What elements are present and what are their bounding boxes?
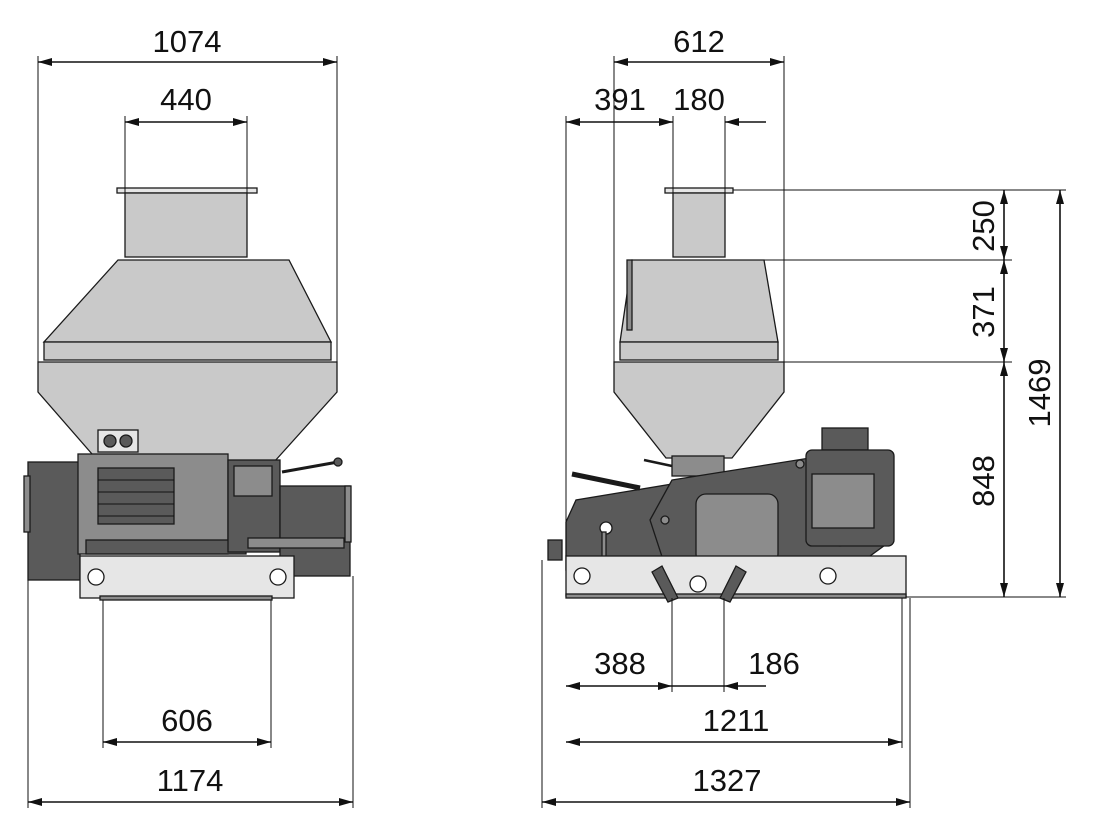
front-shaft [247,537,345,549]
dim-side-vertical-extensions [733,189,1066,598]
dim-label-1174: 1174 [157,763,224,798]
front-motor-feet [85,539,247,555]
front-hopper [37,361,338,463]
dim-label-371: 371 [966,286,1001,338]
dim-side-foot-spacing: 186 [672,646,800,690]
front-left-housing-lip [23,475,31,533]
dim-side-inlet-width: 180 [672,82,766,193]
front-inlet-flange [116,187,258,194]
front-cable-gland-right [119,434,133,448]
front-view [23,187,352,601]
dim-label-1211: 1211 [703,703,770,738]
side-foot-right [719,565,747,603]
dim-front-base-width: 606 [102,600,272,748]
dim-label-180: 180 [673,82,725,117]
front-inlet-pipe [124,192,248,258]
dim-side-inlet-height: 250 [966,190,1008,260]
dim-side-foot-offset-left: 388 [566,598,725,692]
front-drive-window [233,465,273,497]
side-feed-lever [643,458,673,468]
dim-side-hopper-width: 612 [613,24,785,362]
front-left-housing [27,461,81,581]
side-view [547,187,907,603]
side-inlet-pipe [672,192,726,258]
dim-front-overall-width-top: 1074 [37,24,338,362]
side-hood-handle [626,259,633,331]
dim-label-391: 391 [594,82,646,117]
front-base-plate [99,595,273,601]
side-motor-terminal-box [821,427,869,451]
front-hood-rim [43,341,332,361]
dim-label-848: 848 [966,455,1001,507]
dim-side-offset-left: 391 [565,82,673,556]
side-hood [619,259,779,343]
side-motor-plate [811,473,875,529]
dim-side-overall-height: 1469 [1022,190,1064,597]
dim-label-1327: 1327 [693,763,762,798]
front-cable-gland-left [103,434,117,448]
dim-label-606: 606 [161,703,213,738]
dim-label-388: 388 [594,646,646,681]
side-inlet-flange [664,187,734,194]
dim-label-612: 612 [673,24,725,59]
dim-front-overall-width-bottom: 1174 [27,576,354,808]
side-adjust-lever [571,471,641,491]
dim-label-186: 186 [748,646,800,681]
dim-label-440: 440 [160,82,212,117]
dim-side-base-length: 1211 [566,598,903,748]
side-base-plate [565,593,907,599]
dim-side-lower-height: 848 [966,362,1008,597]
side-hood-rim [619,341,779,361]
dim-label-1074: 1074 [153,24,222,59]
front-base-frame [79,555,295,599]
front-motor-fins [97,467,175,525]
dim-side-hood-height: 371 [966,260,1008,362]
side-hopper [613,361,785,459]
front-right-cap [344,485,352,543]
side-foot-left [651,565,679,603]
dim-label-250: 250 [966,200,1001,252]
dim-label-1469: 1469 [1022,359,1057,428]
side-guard-inspection-window [695,493,779,565]
side-left-bracket [547,539,563,561]
dim-side-overall-length: 1327 [541,560,911,808]
front-hood [42,259,333,343]
front-lever [281,460,339,474]
dim-front-inlet-width: 440 [124,82,248,193]
